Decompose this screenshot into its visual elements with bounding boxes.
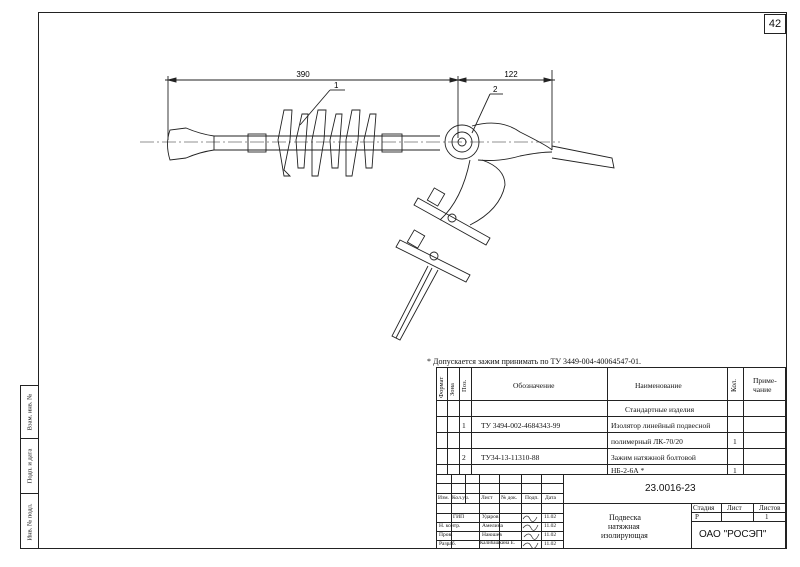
col-header-sheet: Лист bbox=[481, 495, 493, 501]
title-block: 23.0016-23 Изм. Кол.уч. Лист № док. Подп… bbox=[436, 474, 786, 549]
stage-value: Р bbox=[695, 513, 699, 521]
insulator-sheds bbox=[277, 109, 377, 177]
row2-name-line2: НБ-2-6А * bbox=[611, 466, 645, 475]
strip-cell-replace: Взам. инв. № bbox=[21, 386, 38, 439]
row1-qty: 1 bbox=[733, 437, 737, 446]
name-checked: Наюшев bbox=[482, 532, 502, 538]
strip-cell-sign: Подп. и дата bbox=[21, 439, 38, 494]
eye-outer bbox=[444, 124, 480, 160]
header-note-line1: Приме- bbox=[753, 376, 777, 385]
header-pos: Поз. bbox=[461, 379, 468, 392]
sheets-value: 1 bbox=[765, 513, 769, 521]
date-norm-control: 11.02 bbox=[544, 523, 557, 529]
header-name: Наименование bbox=[635, 381, 682, 390]
callout-2: 2 bbox=[493, 85, 498, 94]
sheet-number: 42 bbox=[764, 14, 786, 34]
spec-table: Формат Зона Поз. Обозначение Наименовани… bbox=[436, 367, 787, 475]
clamp-bolts bbox=[395, 187, 491, 283]
role-chief-engineer: ГИП bbox=[453, 514, 465, 520]
end-fitting bbox=[167, 127, 215, 161]
rod-collar bbox=[247, 133, 267, 153]
approval-strip: Взам. инв. № Подп. и дата Инв. № подл. bbox=[20, 385, 38, 549]
callout-leader-1 bbox=[299, 89, 331, 126]
row2-designation: ТУ34-13-11310-88 bbox=[481, 453, 540, 462]
title-line3: изолирующая bbox=[601, 531, 648, 540]
dimension-122: 122 bbox=[504, 70, 518, 79]
callout-1: 1 bbox=[334, 81, 339, 90]
row2-pos: 2 bbox=[462, 453, 466, 462]
callout-leader-2 bbox=[471, 93, 491, 134]
col-header-sign: Подп. bbox=[525, 495, 539, 501]
clamp-body-top bbox=[471, 122, 553, 151]
header-designation: Обозначение bbox=[513, 381, 555, 390]
title-line1: Подвеска bbox=[609, 513, 641, 522]
col-header-count: Кол.уч. bbox=[452, 495, 470, 501]
sheet-label: Лист bbox=[727, 504, 742, 512]
date-developed: 11.02 bbox=[544, 541, 557, 547]
stage-label: Стадия bbox=[693, 504, 715, 512]
col-header-change: Изм. bbox=[438, 495, 449, 501]
organization: ОАО "РОСЭП" bbox=[699, 529, 767, 540]
date-chief-engineer: 11.02 bbox=[544, 514, 557, 520]
col-header-date: Дата bbox=[545, 495, 556, 501]
header-format: Формат bbox=[438, 376, 445, 398]
row2-qty: 1 bbox=[733, 466, 737, 475]
rod-end-collar bbox=[381, 133, 403, 153]
strip-cell-inventory: Инв. № подл. bbox=[26, 502, 33, 541]
section-standard: Стандартные изделия bbox=[625, 405, 695, 414]
eye-inner bbox=[451, 131, 473, 153]
header-note-line2: чание bbox=[753, 385, 772, 394]
conductor-tail bbox=[391, 265, 439, 341]
row1-designation: ТУ 3494-002-4684343-99 bbox=[481, 421, 561, 430]
footnote: * Допускается зажим принимать по ТУ 3449… bbox=[427, 357, 642, 366]
row1-pos: 1 bbox=[462, 421, 466, 430]
sheets-label: Листов bbox=[759, 504, 781, 512]
date-checked: 11.02 bbox=[544, 532, 557, 538]
role-norm-control: Н. контр. bbox=[439, 523, 461, 529]
role-developed: Разраб. bbox=[439, 541, 457, 547]
name-chief-engineer: Ударов bbox=[482, 514, 499, 520]
header-qty: Кол. bbox=[730, 379, 738, 392]
dimension-390: 390 bbox=[296, 70, 310, 79]
header-zone: Зона bbox=[449, 383, 456, 396]
row1-name-line1: Изолятор линейный подвесной bbox=[611, 421, 711, 430]
row1-name-line2: полимерный ЛК-70/20 bbox=[611, 437, 683, 446]
row2-name-line1: Зажим натяжной болтовой bbox=[611, 453, 696, 462]
document-number: 23.0016-23 bbox=[645, 483, 696, 494]
name-developed: Калибашкина Е. bbox=[480, 541, 515, 546]
conductor bbox=[551, 145, 615, 169]
col-header-docno: № док. bbox=[501, 495, 518, 501]
clamp-jaw bbox=[469, 159, 506, 226]
name-norm-control: Амелина bbox=[482, 523, 503, 529]
title-line2: натяжная bbox=[608, 522, 640, 531]
role-checked: Пров. bbox=[439, 532, 453, 538]
drawing-frame bbox=[38, 12, 787, 549]
signatures bbox=[522, 515, 540, 549]
